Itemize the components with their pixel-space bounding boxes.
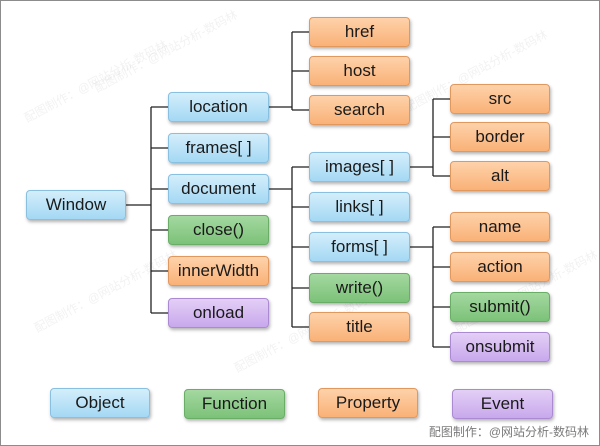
node-href: href [309, 17, 410, 47]
legend-function: Function [184, 389, 285, 419]
node-alt: alt [450, 161, 550, 191]
node-write: write() [309, 273, 410, 303]
node-onsubmit: onsubmit [450, 332, 550, 362]
node-window: Window [26, 190, 126, 220]
node-location: location [168, 92, 269, 122]
node-forms: forms[ ] [309, 232, 410, 262]
legend-event: Event [452, 389, 553, 419]
node-name: name [450, 212, 550, 242]
node-action: action [450, 252, 550, 282]
node-innerwidth: innerWidth [168, 256, 269, 286]
node-host: host [309, 56, 410, 86]
node-document: document [168, 174, 269, 204]
node-frames: frames[ ] [168, 133, 269, 163]
node-links: links[ ] [309, 192, 410, 222]
legend-object: Object [50, 388, 150, 418]
node-close: close() [168, 215, 269, 245]
credit-caption: 配图制作：@网站分析-数码林 [428, 425, 589, 439]
node-submit: submit() [450, 292, 550, 322]
node-border: border [450, 122, 550, 152]
node-onload: onload [168, 298, 269, 328]
node-images: images[ ] [309, 152, 410, 182]
node-src: src [450, 84, 550, 114]
node-search: search [309, 95, 410, 125]
legend-property: Property [318, 388, 418, 418]
node-title: title [309, 312, 410, 342]
